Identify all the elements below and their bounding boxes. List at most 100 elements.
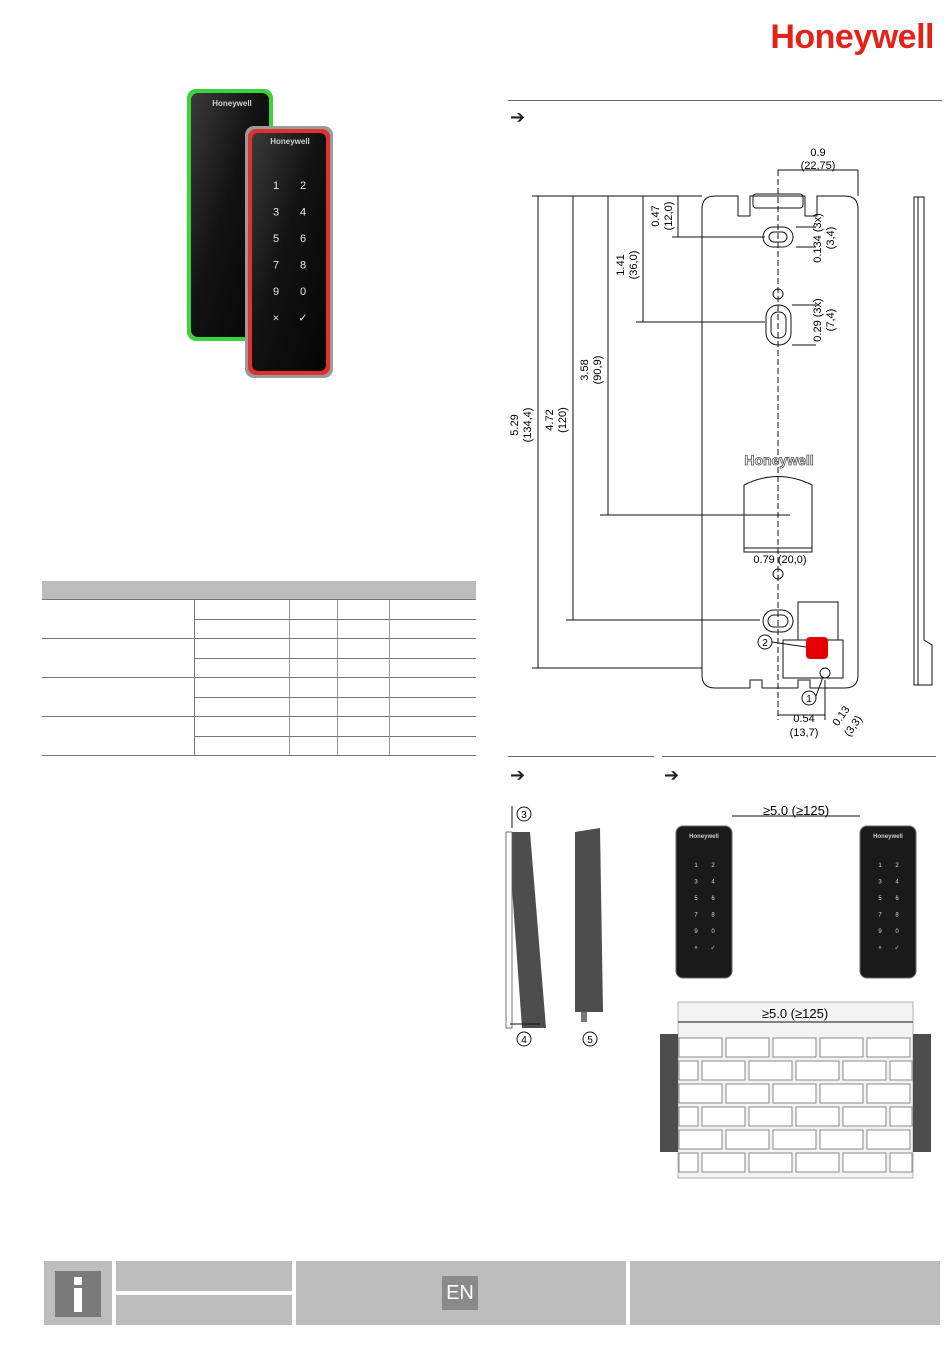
mounting-side-view: 3 4 5 <box>505 806 603 1047</box>
table-row <box>42 716 476 756</box>
keypad-key: 3 <box>273 207 279 219</box>
brick <box>889 1152 913 1173</box>
dim-slot-small-mm: (3,4) <box>825 227 837 250</box>
keypad-key: 1 <box>694 863 698 869</box>
reader-side-tilted <box>508 832 546 1028</box>
keypad-key: 7 <box>878 913 882 919</box>
arrow-right-icon: ➔ <box>510 765 526 785</box>
arrow-right-icon: ➔ <box>664 765 680 785</box>
keypad-key: 8 <box>711 913 715 919</box>
brick <box>772 1037 817 1058</box>
arrow-right-icon: ➔ <box>510 107 526 127</box>
keypad-key: 0 <box>895 929 899 935</box>
brick <box>819 1037 864 1058</box>
keypad-key: 0 <box>300 286 306 298</box>
keypad-key: × <box>878 946 882 952</box>
footer-cell <box>116 1295 292 1325</box>
brick <box>772 1129 817 1150</box>
red-latch-tab <box>806 637 828 659</box>
left-reader <box>675 825 733 979</box>
dim-472: 4.72 <box>544 409 556 430</box>
info-box <box>44 1261 112 1325</box>
keypad-key: 4 <box>895 880 899 886</box>
brick <box>866 1037 911 1058</box>
brick <box>678 1152 699 1173</box>
green-reader-logo: Honeywell <box>212 99 252 108</box>
brick <box>725 1083 770 1104</box>
keypad-key: × <box>694 946 698 952</box>
dim-472-mm: (120) <box>557 407 569 433</box>
brick <box>842 1060 887 1081</box>
dim-width-top-mm: (22,75) <box>801 160 836 172</box>
dim-054-mm: (13,7) <box>790 727 819 739</box>
table-row <box>42 697 476 717</box>
right-reader-logo: Honeywell <box>873 834 903 840</box>
dim-047: 0.47 <box>650 205 662 226</box>
section-divider <box>508 756 654 757</box>
brick <box>678 1060 699 1081</box>
mounting-plate-dimension-drawing: Honeywell 5.29 (134,4) 4.72 (120) 3.58 (… <box>509 147 933 739</box>
keypad-key: 5 <box>694 896 698 902</box>
table-row <box>42 736 476 756</box>
brick <box>701 1060 746 1081</box>
right-reader <box>859 825 917 979</box>
dim-141-mm: (36,0) <box>628 251 640 280</box>
brick <box>748 1060 793 1081</box>
dim-slot-large-mm: (7,4) <box>825 309 837 332</box>
brick <box>819 1129 864 1150</box>
keypad-key: 2 <box>711 863 715 869</box>
table-header-row <box>42 581 476 600</box>
table-row <box>42 658 476 678</box>
brick <box>725 1129 770 1150</box>
right-reader-on-wall <box>913 1034 931 1152</box>
footer-cell <box>630 1261 940 1325</box>
keypad-key: 5 <box>273 233 279 245</box>
info-icon <box>55 1271 101 1317</box>
brick <box>795 1060 840 1081</box>
dim-358-mm: (90,9) <box>592 356 604 385</box>
section-divider <box>662 756 936 757</box>
brick <box>842 1152 887 1173</box>
keypad-key: 6 <box>300 233 306 245</box>
brick <box>889 1106 913 1127</box>
keypad-key: 7 <box>273 260 279 272</box>
dim-047-mm: (12,0) <box>663 202 675 231</box>
brick <box>701 1106 746 1127</box>
brick <box>842 1106 887 1127</box>
dim-slot-small: 0.134 (3x) <box>812 213 824 263</box>
brick <box>819 1083 864 1104</box>
keypad-key: ✓ <box>894 946 899 952</box>
callout-3: 3 <box>521 810 527 821</box>
brick <box>748 1152 793 1173</box>
keypad-key: 1 <box>878 863 882 869</box>
language-badge: EN <box>442 1276 478 1310</box>
dim-label-width: 0.79 (20,0) <box>753 554 806 566</box>
red-reader-logo: Honeywell <box>270 137 310 146</box>
keypad-key: 3 <box>694 880 698 886</box>
brick <box>866 1083 911 1104</box>
dim-529: 5.29 <box>509 414 521 435</box>
section-divider <box>508 100 942 101</box>
keypad-key: 5 <box>878 896 882 902</box>
keypad-key: × <box>273 313 279 325</box>
keypad-key: 3 <box>878 880 882 886</box>
dim-141: 1.41 <box>615 254 627 275</box>
callout-2: 2 <box>762 638 768 649</box>
dim-slot-large: 0.29 (3x) <box>812 298 824 341</box>
callout-5: 5 <box>587 1035 593 1046</box>
left-reader-on-wall <box>660 1034 678 1152</box>
table-row <box>42 619 476 639</box>
brick <box>678 1129 723 1150</box>
dim-529-mm: (134,4) <box>522 408 534 443</box>
keypad-key: 0 <box>711 929 715 935</box>
callout-4: 4 <box>521 1035 527 1046</box>
table-row <box>42 599 476 639</box>
specification-table <box>42 581 476 756</box>
keypad-key: 9 <box>273 286 279 298</box>
brick <box>889 1060 913 1081</box>
keypad-key: 4 <box>300 207 306 219</box>
keypad-key: 8 <box>895 913 899 919</box>
